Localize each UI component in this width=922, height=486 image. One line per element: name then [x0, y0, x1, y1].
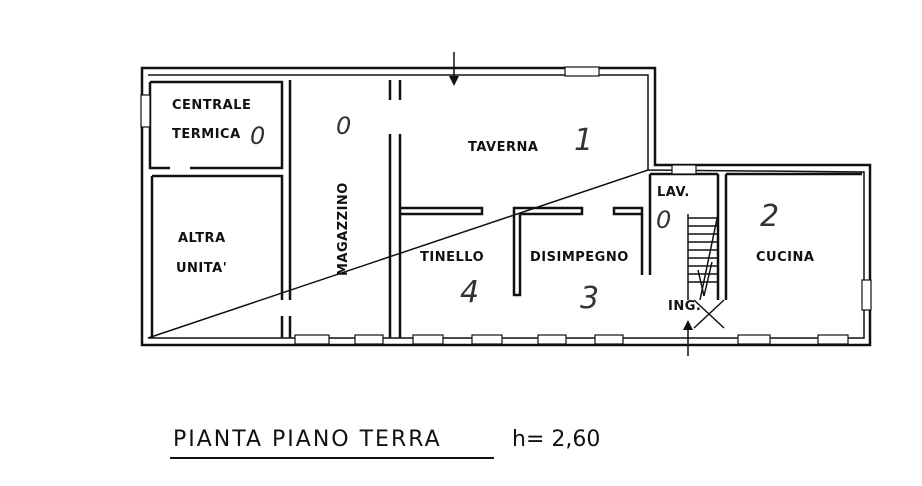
note-tinello: 4 — [460, 275, 479, 310]
note-lav: 0 — [656, 206, 671, 234]
label-disimpegno: DISIMPEGNO — [530, 250, 629, 265]
interior-walls — [148, 80, 862, 338]
note-cucina: 2 — [760, 199, 779, 234]
note-disimpegno: 3 — [580, 281, 599, 316]
window — [354, 334, 384, 345]
note-centrale: 0 — [250, 122, 265, 150]
label-ing: ING. — [668, 299, 701, 314]
note-taverna: 1 — [574, 123, 593, 158]
label-lav: LAV. — [657, 185, 690, 200]
staircase — [687, 213, 725, 329]
label-altra-line2: UNITA' — [176, 261, 227, 276]
label-tinello: TINELLO — [420, 250, 484, 265]
window — [817, 334, 849, 345]
label-cucina: CUCINA — [756, 250, 814, 265]
outer-walls — [140, 66, 872, 347]
windows — [140, 66, 872, 345]
ceiling-height: h= 2,60 — [512, 427, 600, 452]
window — [140, 94, 151, 128]
plan-title: PIANTA PIANO TERRA — [173, 427, 442, 452]
window — [471, 334, 503, 345]
label-centrale-line1: CENTRALE — [172, 98, 251, 113]
label-altra-line1: ALTRA — [178, 231, 226, 246]
window — [412, 334, 444, 345]
window — [671, 164, 697, 175]
window — [294, 334, 330, 345]
window — [564, 66, 600, 77]
entrance-arrows — [449, 52, 693, 356]
note-magazzino: 0 — [336, 112, 351, 140]
window — [737, 334, 771, 345]
label-magazzino: MAGAZZINO — [336, 182, 351, 276]
label-taverna: TAVERNA — [468, 140, 538, 155]
window — [537, 334, 567, 345]
window — [861, 279, 872, 311]
window — [594, 334, 624, 345]
label-centrale-line2: TERMICA — [172, 127, 241, 142]
